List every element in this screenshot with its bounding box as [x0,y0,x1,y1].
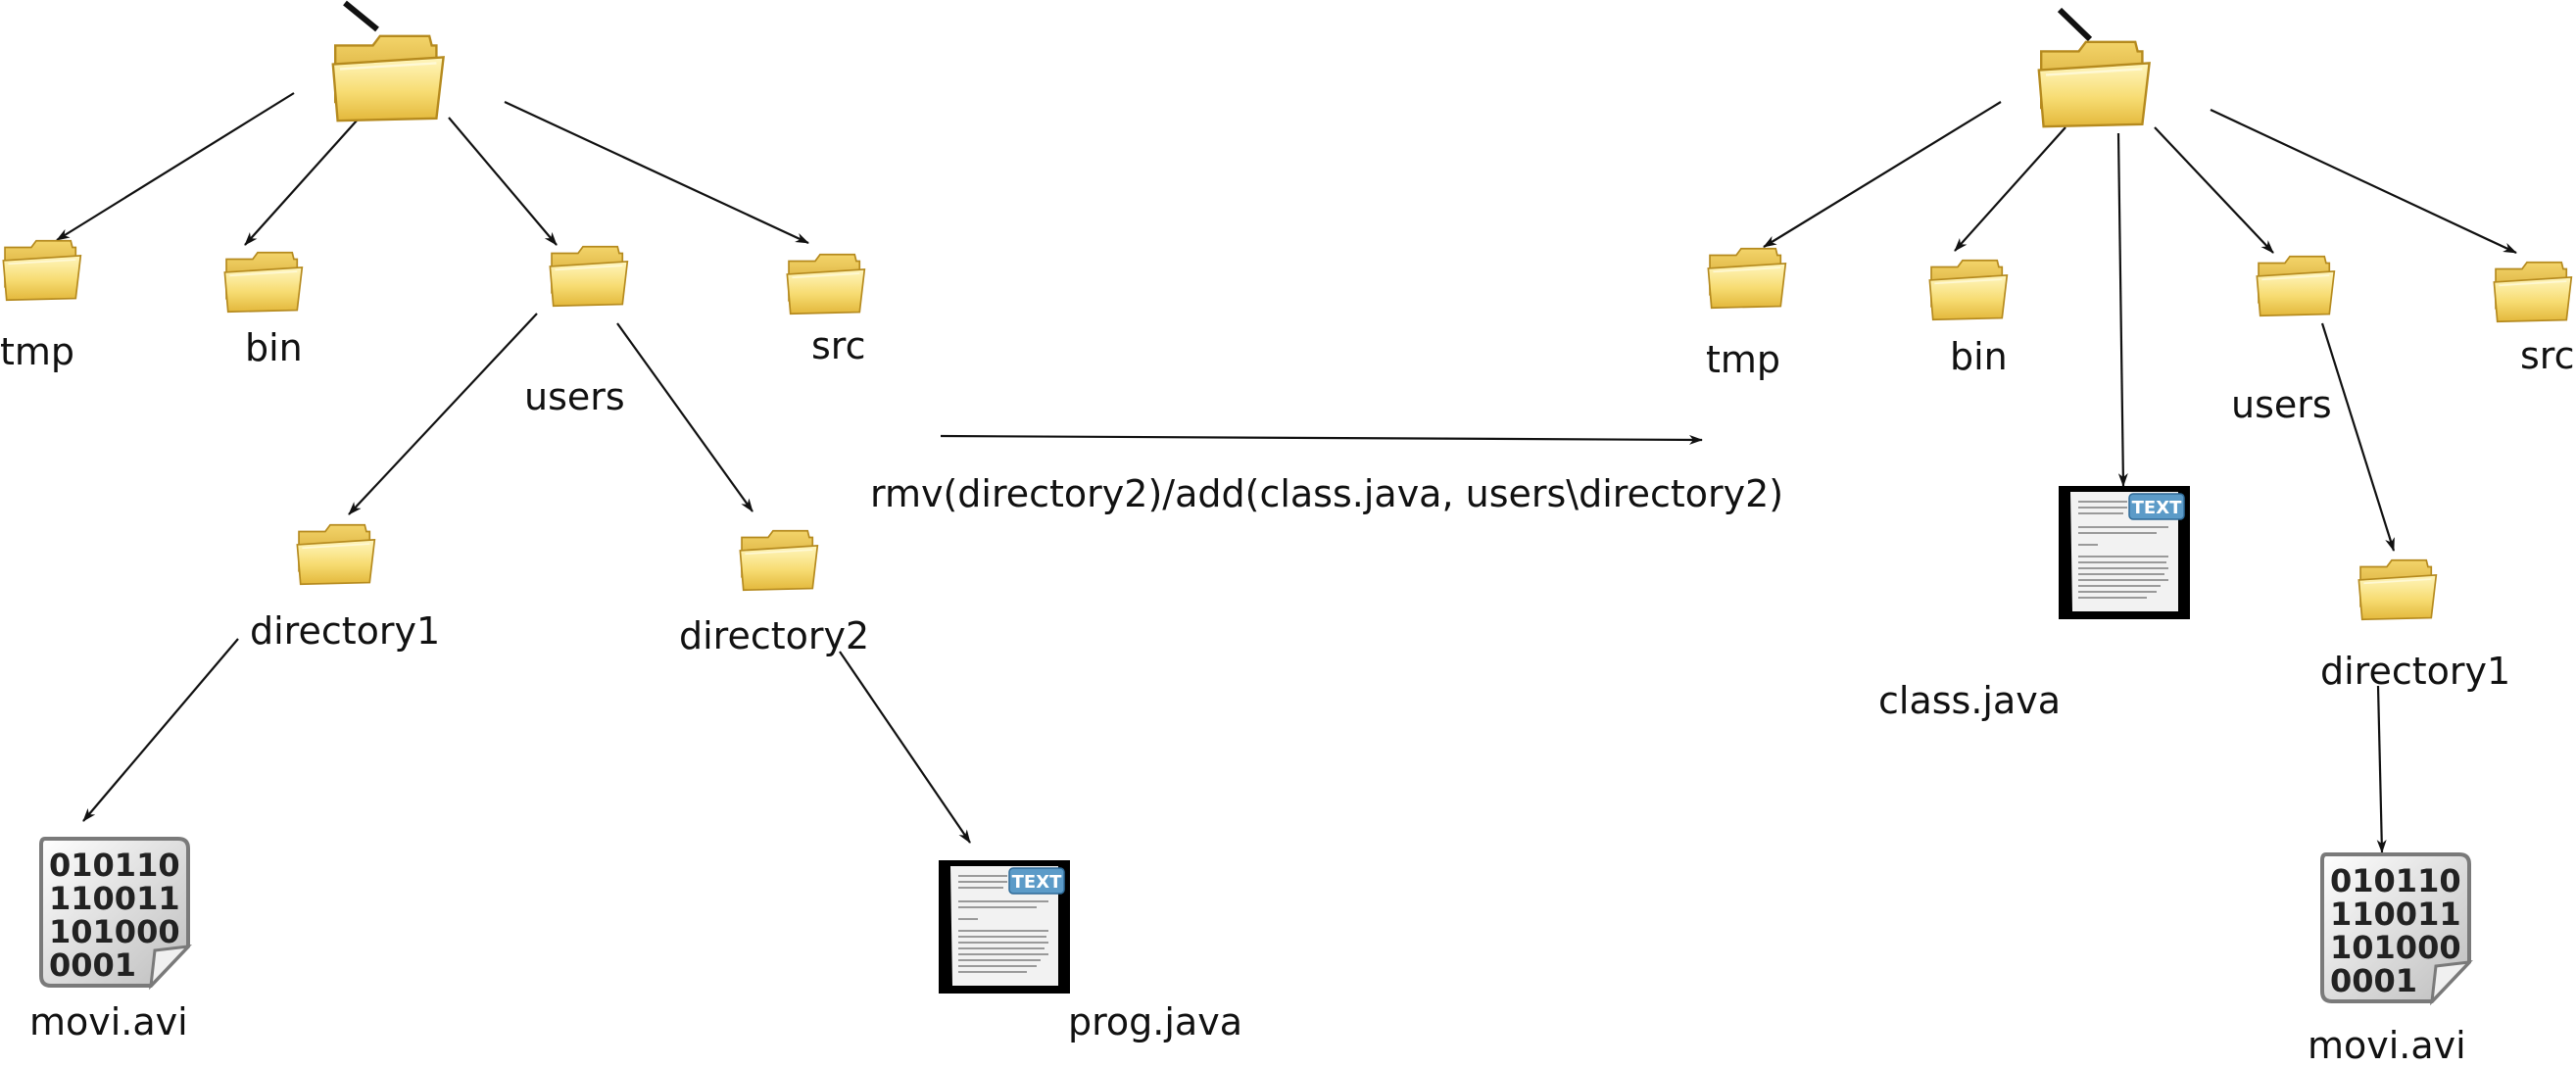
folder-icon [2493,261,2573,323]
node-label-prog: prog.java [1068,1000,1242,1043]
left-tree-edges [56,0,971,844]
node-label-tmp: tmp [1706,338,1781,381]
edge-users-directory1 [2320,322,2396,552]
folder-icon [786,253,866,315]
folder-icon [296,523,376,586]
folder-icon [331,34,445,122]
node-label-movi: movi.avi [29,1000,188,1043]
node-label-users: users [524,375,625,418]
right-tree-edges [1763,7,2517,853]
node-label-movi: movi.avi [2308,1024,2466,1067]
edge-root-src [504,101,809,244]
edge-root-tmp [1763,101,2002,248]
folder-icon [2,239,82,302]
binary-line: 110011 [49,880,180,917]
binary-line: 110011 [2330,896,2461,933]
binary-line: 010110 [49,847,180,884]
binary-file-icon: 010110 110011 101000 0001 [2320,852,2473,1006]
edge-root-class [2116,132,2128,487]
text-badge: TEXT [2132,498,2182,518]
edge-directory2-prog [839,651,971,844]
node-label-directory2: directory2 [679,614,870,657]
operation-arrow [940,434,1703,445]
node-label-src: src [2520,334,2575,377]
binary-line: 101000 [49,913,180,950]
edge-root-stub-right [2057,7,2093,42]
node-label-directory1: directory1 [2320,650,2511,693]
edge-directory1-movi [2376,685,2387,853]
binary-file-icon: 010110 110011 101000 0001 [39,837,192,991]
edge-root-stub-left [343,0,379,32]
edge-root-users [448,117,558,246]
folder-icon [739,529,819,592]
operation-label: rmv(directory2)/add(class.java, users\di… [870,472,1784,515]
edge-users-directory2 [616,322,753,512]
text-file-icon: TEXT [939,860,1070,994]
edge-directory1-movi [82,638,239,822]
folder-icon [1928,259,2009,321]
binary-line: 0001 [2330,962,2417,999]
text-file-icon: TEXT [2059,486,2190,619]
folder-icon [2037,40,2151,128]
folder-icon [2256,255,2336,317]
edge-root-users [2154,126,2274,254]
edge-root-src [2210,109,2517,254]
edge-root-bin [1954,126,2066,252]
text-badge: TEXT [1012,872,1062,893]
binary-line: 0001 [49,946,136,984]
node-label-tmp: tmp [0,330,75,373]
folder-icon [1707,247,1787,310]
binary-line: 010110 [2330,862,2461,899]
node-label-users: users [2231,383,2332,426]
node-label-src: src [811,324,866,367]
folder-icon [549,245,629,308]
folder-icon [223,251,304,314]
node-label-bin: bin [1950,335,2008,378]
node-label-directory1: directory1 [250,609,441,653]
binary-line: 101000 [2330,929,2461,966]
folder-icon [2357,558,2438,621]
edge-root-tmp [56,92,295,241]
edge-root-bin [244,119,359,246]
edge-users-directory1 [348,313,538,515]
node-label-bin: bin [245,326,303,369]
node-label-class: class.java [1878,679,2062,722]
